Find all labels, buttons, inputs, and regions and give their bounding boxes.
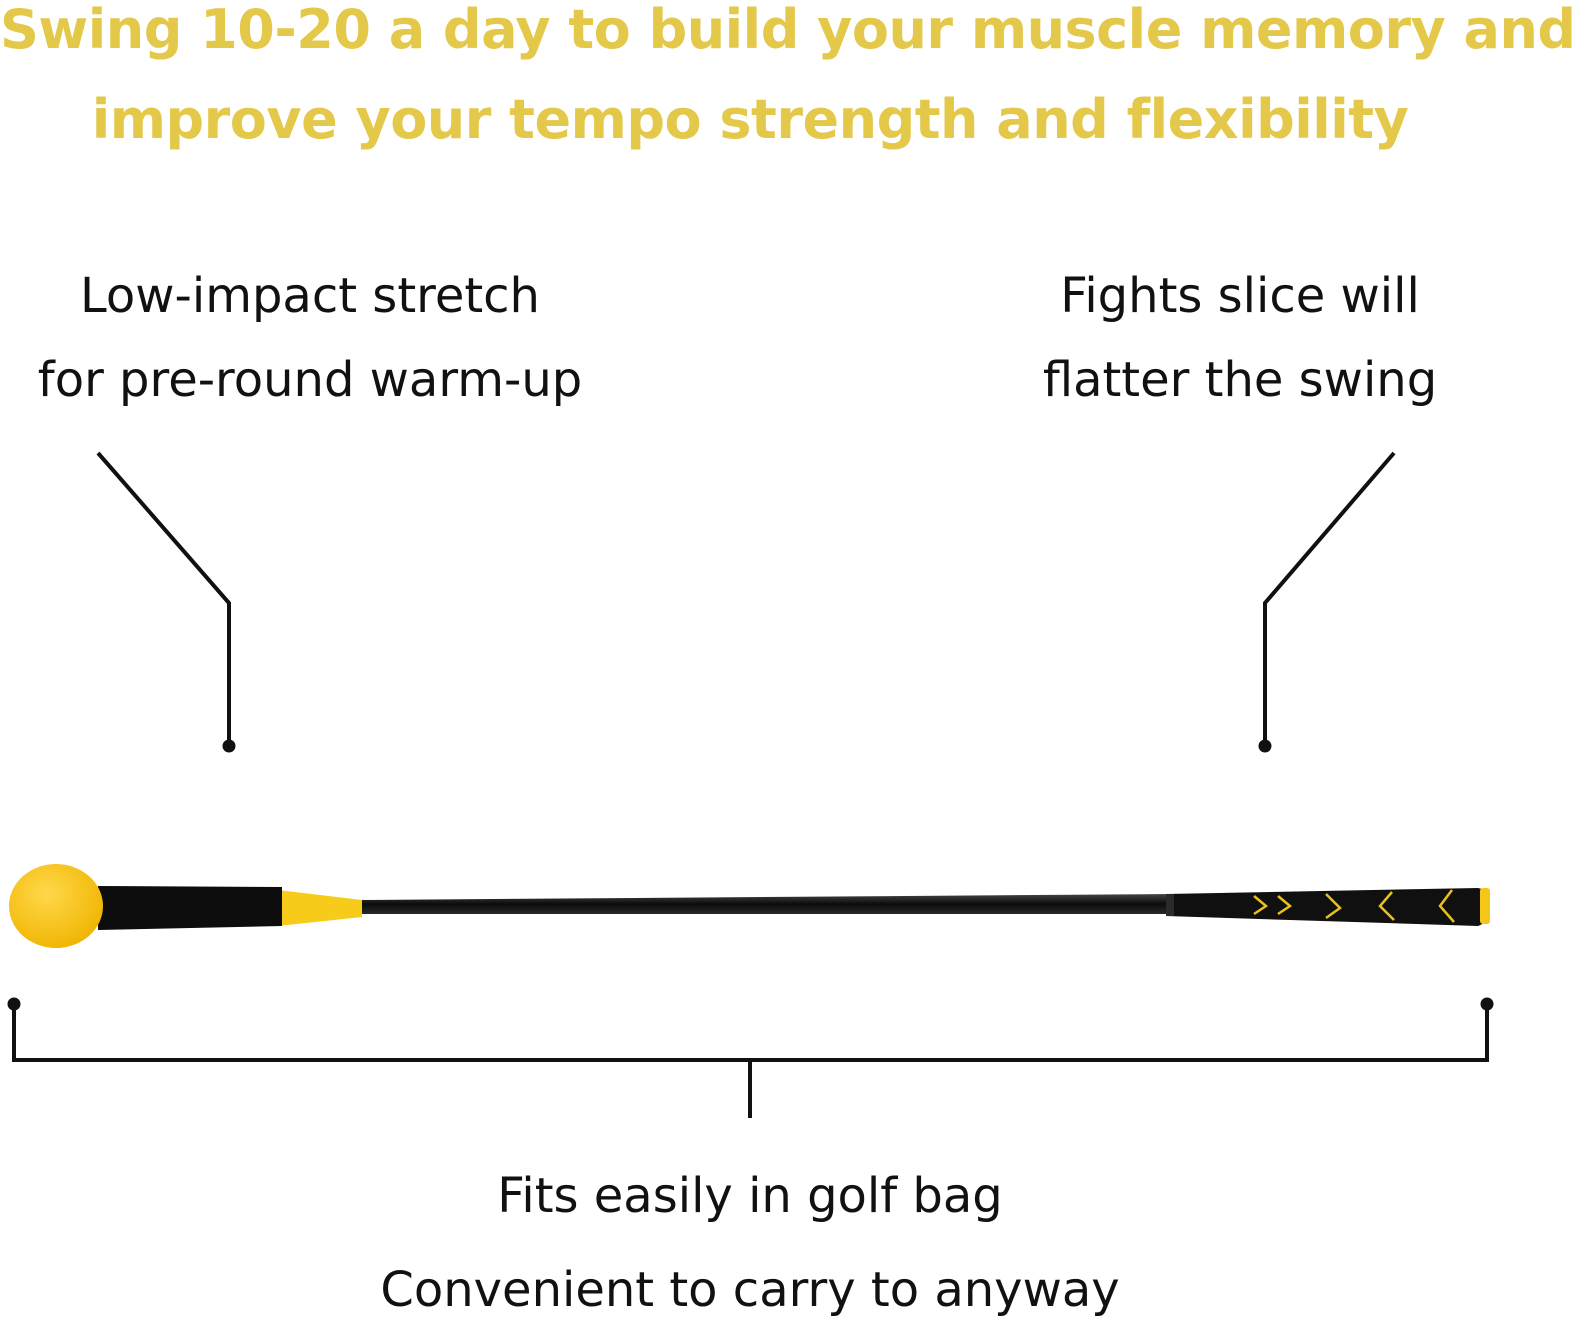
callout-left-line-2: for pre-round warm-up — [37, 352, 583, 408]
golf-swing-trainer-icon — [9, 864, 1490, 948]
callout-right-line-1: Fights slice will — [1060, 268, 1420, 324]
grip — [1166, 888, 1490, 926]
ferrule — [278, 890, 362, 926]
grip-chevrons — [1253, 889, 1455, 923]
head-collar — [98, 886, 282, 930]
callout-right-line-2: flatter the swing — [1042, 352, 1438, 408]
shaft — [358, 894, 1170, 914]
right-leader-line — [1258, 451, 1396, 753]
callout-bottom-line-1: Fits easily in golf bag — [497, 1168, 1003, 1224]
weighted-head-ball — [9, 864, 103, 948]
length-bracket — [7, 997, 1494, 1118]
callout-bottom-line-2: Convenient to carry to anyway — [380, 1262, 1120, 1318]
headline-line-1: Swing 10-20 a day to build your muscle m… — [0, 0, 1576, 61]
left-leader-line — [96, 451, 236, 753]
callout-left-line-1: Low-impact stretch — [80, 268, 540, 324]
grip-end-cap — [1480, 888, 1490, 924]
headline-line-2: improve your tempo strength and flexibil… — [91, 88, 1409, 151]
illustration-layer — [7, 451, 1494, 1118]
